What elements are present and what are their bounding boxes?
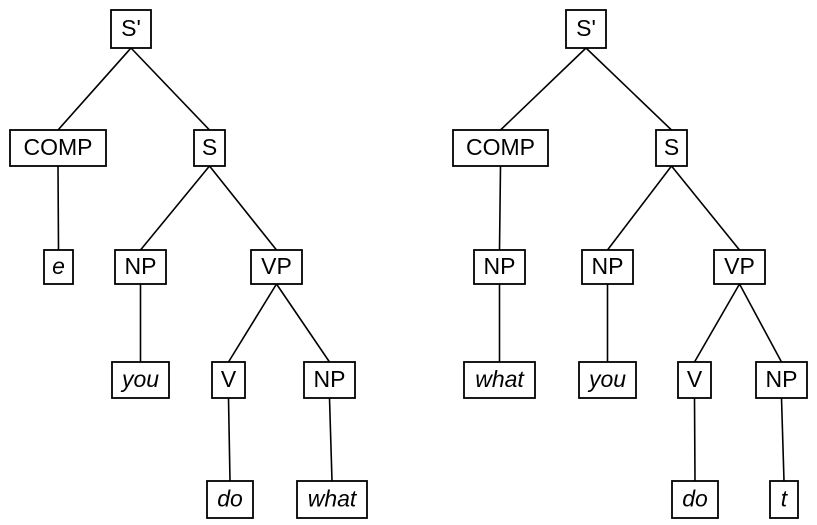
node-label: what [475, 366, 525, 392]
node-box[interactable] [250, 249, 303, 285]
node-box[interactable] [303, 361, 356, 399]
tree-edge [275, 283, 331, 363]
tree-edge [57, 47, 132, 131]
node-label: VP [724, 253, 755, 279]
node-label: you [120, 366, 159, 392]
tree-edge [693, 283, 741, 363]
node-label: NP [125, 253, 157, 279]
surface-structure-tree-nodes: S' COMP S NP NP VP what you V NP do t [452, 9, 808, 519]
tree-node-np[interactable]: NP [473, 249, 526, 285]
node-label: NP [766, 366, 798, 392]
tree-node-np[interactable]: NP [303, 361, 356, 399]
node-label: you [587, 366, 626, 392]
tree-edge [227, 283, 278, 363]
node-label: S [664, 134, 679, 160]
edges-layer [57, 47, 785, 482]
node-box[interactable] [671, 480, 719, 519]
node-label: V [221, 366, 237, 392]
tree-node-sbar[interactable]: S' [565, 9, 607, 49]
node-label: S' [121, 15, 141, 41]
node-label: VP [261, 253, 292, 279]
tree-node-e[interactable]: e [43, 249, 74, 285]
tree-edge [498, 165, 502, 251]
node-label: e [52, 253, 65, 279]
tree-edge [328, 397, 333, 482]
deep-structure-tree-edges [57, 47, 333, 482]
tree-node-np[interactable]: NP [755, 361, 808, 399]
tree-node-comp[interactable]: COMP [9, 129, 107, 167]
node-box[interactable] [296, 480, 368, 519]
node-box[interactable] [581, 249, 634, 285]
node-box[interactable] [677, 361, 712, 399]
node-label: S [202, 134, 217, 160]
tree-node-vp[interactable]: VP [713, 249, 766, 285]
tree-node-you[interactable]: you [578, 361, 637, 399]
tree-edge [139, 165, 211, 251]
tree-node-s[interactable]: S [193, 129, 226, 167]
tree-edge [499, 47, 587, 131]
tree-edge [670, 165, 741, 251]
node-label: COMP [466, 134, 535, 160]
tree-edge [227, 397, 231, 482]
node-box[interactable] [9, 129, 107, 167]
tree-node-comp[interactable]: COMP [452, 129, 549, 167]
tree-edge [738, 283, 783, 363]
node-label: do [682, 486, 708, 512]
node-label: V [687, 366, 703, 392]
node-box[interactable] [565, 9, 607, 49]
tree-node-v[interactable]: V [677, 361, 712, 399]
node-label: do [217, 486, 243, 512]
tree-node-you[interactable]: you [111, 361, 170, 399]
node-box[interactable] [111, 361, 170, 399]
node-box[interactable] [713, 249, 766, 285]
tree-node-vp[interactable]: VP [250, 249, 303, 285]
tree-node-what[interactable]: what [296, 480, 368, 519]
node-box[interactable] [452, 129, 549, 167]
tree-edge [130, 47, 211, 131]
tree-edge [208, 165, 278, 251]
node-box[interactable] [193, 129, 226, 167]
tree-edge [693, 397, 696, 482]
node-box[interactable] [769, 480, 799, 519]
node-box[interactable] [211, 361, 246, 399]
tree-edge [606, 165, 673, 251]
node-label: COMP [24, 134, 93, 160]
tree-node-np[interactable]: NP [581, 249, 634, 285]
tree-node-t[interactable]: t [769, 480, 799, 519]
tree-edge [57, 165, 60, 251]
node-box[interactable] [206, 480, 254, 519]
node-label: t [781, 486, 789, 512]
node-box[interactable] [463, 361, 536, 399]
tree-edge [585, 47, 673, 131]
node-label: what [308, 486, 358, 512]
node-box[interactable] [655, 129, 688, 167]
tree-node-np[interactable]: NP [114, 249, 167, 285]
node-label: NP [314, 366, 346, 392]
tree-node-do[interactable]: do [671, 480, 719, 519]
node-label: S' [576, 15, 596, 41]
node-box[interactable] [473, 249, 526, 285]
tree-node-s[interactable]: S [655, 129, 688, 167]
node-label: NP [484, 253, 516, 279]
tree-node-v[interactable]: V [211, 361, 246, 399]
node-box[interactable] [110, 9, 152, 49]
node-box[interactable] [43, 249, 74, 285]
tree-edge [780, 397, 785, 482]
node-box[interactable] [114, 249, 167, 285]
tree-node-do[interactable]: do [206, 480, 254, 519]
node-label: NP [592, 253, 624, 279]
tree-node-sbar[interactable]: S' [110, 9, 152, 49]
tree-node-what[interactable]: what [463, 361, 536, 399]
surface-structure-tree-edges [498, 47, 785, 482]
node-box[interactable] [578, 361, 637, 399]
node-box[interactable] [755, 361, 808, 399]
